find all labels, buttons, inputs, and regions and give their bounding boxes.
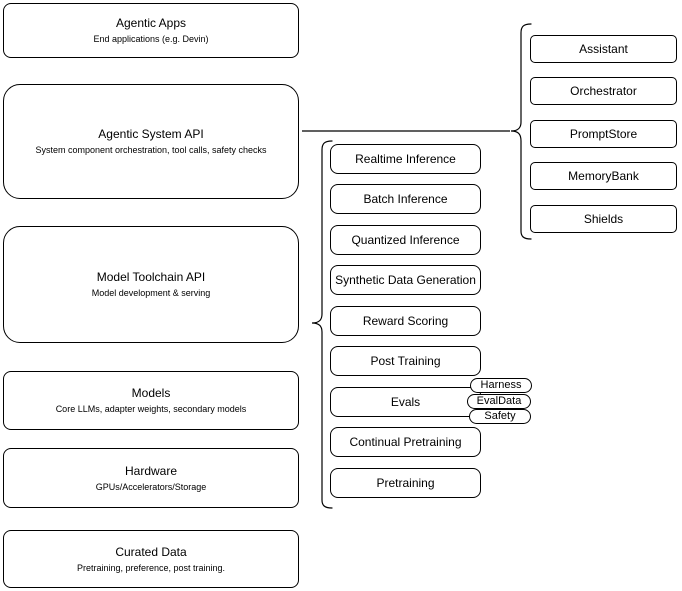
box-title: Curated Data	[115, 544, 187, 559]
eval-tag-evaldata: EvalData	[467, 394, 531, 409]
box-title: Agentic Apps	[115, 16, 187, 30]
stack-box-agentic-apps: Agentic Apps End applications (e.g. Devi…	[3, 3, 299, 58]
eval-tag-safety: Safety	[469, 409, 531, 424]
toolchain-item-post-training: Post Training	[330, 346, 481, 376]
toolchain-item-label: Pretraining	[376, 476, 435, 490]
toolchain-item-label: Evals	[390, 395, 421, 409]
box-title: Agentic System API	[98, 127, 204, 141]
toolchain-item-batch-inference: Batch Inference	[330, 184, 481, 214]
component-memorybank: MemoryBank	[530, 162, 677, 190]
toolchain-item-quantized-inference: Quantized Inference	[330, 225, 481, 255]
box-subtitle: Model development & serving	[91, 288, 211, 298]
stack-box-agentic-system-api: Agentic System API System component orch…	[3, 84, 299, 199]
component-orchestrator: Orchestrator	[530, 77, 677, 105]
box-title: Model Toolchain API	[96, 270, 206, 284]
component-label: Shields	[583, 212, 624, 226]
toolchain-item-reward-scoring: Reward Scoring	[330, 306, 481, 336]
toolchain-item-label: Batch Inference	[363, 192, 448, 206]
box-subtitle: GPUs/Accelerators/Storage	[95, 481, 207, 492]
eval-tag-label: Harness	[480, 379, 522, 391]
toolchain-item-label: Realtime Inference	[355, 152, 456, 166]
box-title: Models	[131, 386, 171, 400]
box-subtitle: System component orchestration, tool cal…	[35, 145, 267, 155]
component-label: Assistant	[579, 42, 628, 56]
toolchain-item-realtime-inference: Realtime Inference	[330, 144, 481, 174]
component-label: PromptStore	[569, 127, 638, 141]
system-components-brace	[510, 23, 532, 240]
toolchain-item-label: Synthetic Data Generation	[335, 273, 476, 287]
component-label: Orchestrator	[570, 84, 637, 98]
toolchain-group-brace	[311, 140, 333, 509]
toolchain-item-label: Quantized Inference	[351, 233, 460, 247]
component-promptstore: PromptStore	[530, 120, 677, 148]
component-shields: Shields	[530, 205, 677, 233]
toolchain-item-continual-pretraining: Continual Pretraining	[330, 427, 481, 457]
toolchain-item-label: Reward Scoring	[362, 314, 449, 328]
eval-tag-label: EvalData	[476, 395, 522, 407]
stack-box-hardware: Hardware GPUs/Accelerators/Storage	[3, 448, 299, 508]
box-title: Hardware	[124, 463, 178, 478]
component-label: MemoryBank	[568, 169, 639, 183]
toolchain-item-synthetic-data-generation: Synthetic Data Generation	[330, 265, 481, 295]
eval-tag-label: Safety	[484, 410, 516, 422]
eval-tag-harness: Harness	[470, 378, 532, 393]
stack-box-model-toolchain-api: Model Toolchain API Model development & …	[3, 226, 299, 343]
stack-box-curated-data: Curated Data Pretraining, preference, po…	[3, 530, 299, 588]
component-assistant: Assistant	[530, 35, 677, 63]
box-subtitle: Core LLMs, adapter weights, secondary mo…	[55, 404, 247, 414]
box-subtitle: Pretraining, preference, post training.	[76, 562, 226, 573]
box-subtitle: End applications (e.g. Devin)	[93, 34, 209, 44]
stack-box-models: Models Core LLMs, adapter weights, secon…	[3, 371, 299, 430]
toolchain-item-pretraining: Pretraining	[330, 468, 481, 498]
toolchain-item-label: Continual Pretraining	[349, 435, 462, 449]
toolchain-item-evals: Evals	[330, 387, 481, 417]
toolchain-item-label: Post Training	[370, 354, 441, 368]
